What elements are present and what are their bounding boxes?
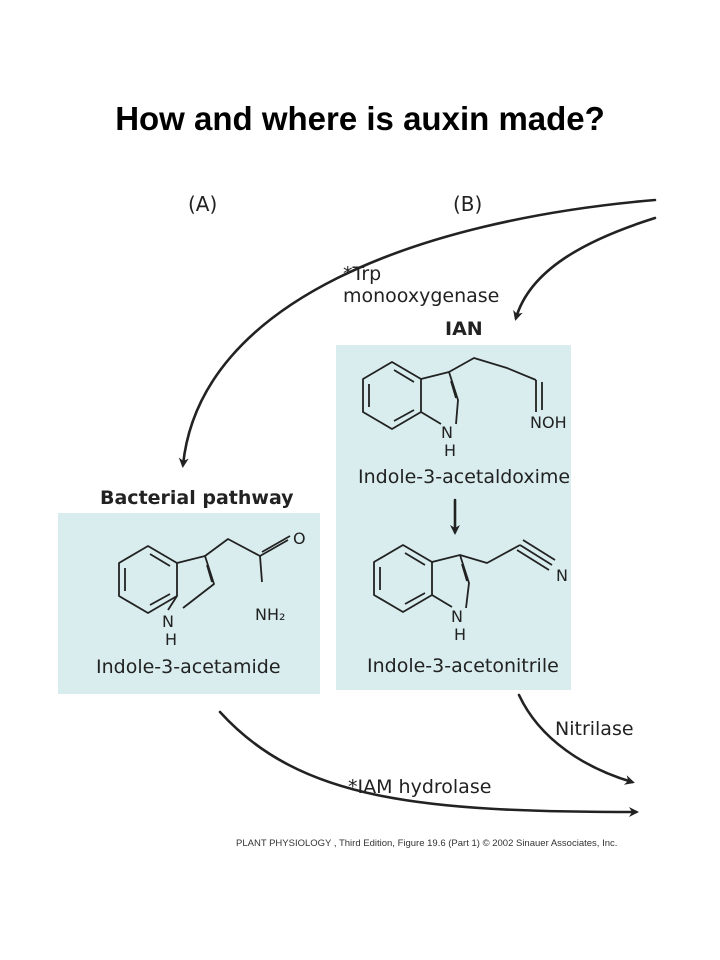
acetonitrile-ring-nitrogen: N: [451, 607, 463, 626]
trp-monooxygenase-label-1: *Trp: [343, 263, 382, 285]
arrow-iam-hydrolase: [218, 710, 639, 817]
acetamide-ring-nitrogen: N: [162, 612, 174, 631]
iam-hydrolase-label: *IAM hydrolase: [348, 776, 492, 798]
panel-label-b: (B): [453, 192, 483, 216]
acetamide-structure: [118, 535, 291, 614]
ian-heading: IAN: [445, 318, 483, 340]
acetamide-ring-hydrogen: H: [165, 630, 178, 649]
acetamide-name: Indole-3-acetamide: [96, 656, 281, 678]
acetaldoxime-noh: NOH: [530, 413, 567, 432]
acetonitrile-ring-hydrogen: H: [454, 625, 467, 644]
acetamide-oxygen: O: [293, 529, 306, 548]
acetaldoxime-structure: [362, 357, 543, 430]
bacterial-pathway-heading: Bacterial pathway: [100, 487, 294, 509]
acetamide-amine: NH₂: [255, 605, 286, 624]
acetonitrile-structure: [373, 539, 556, 613]
trp-monooxygenase-label-2: monooxygenase: [343, 285, 500, 307]
ian-pathway-box: NOH N H Indole-3-acetaldoxime N N H Indo…: [336, 345, 571, 690]
acetonitrile-name: Indole-3-acetonitrile: [367, 655, 559, 677]
panel-label-a: (A): [188, 192, 218, 216]
figure-credit: PLANT PHYSIOLOGY , Third Edition, Figure…: [236, 838, 618, 849]
nitrilase-label: Nitrilase: [555, 718, 634, 740]
arrow-to-ian: [513, 216, 657, 321]
acetonitrile-nitrogen: N: [556, 566, 568, 585]
acetaldoxime-name: Indole-3-acetaldoxime: [358, 466, 571, 488]
arrow-to-bacterial-pathway: [178, 198, 657, 468]
acetaldoxime-ring-hydrogen: H: [444, 441, 457, 460]
page-title: How and where is auxin made?: [115, 100, 605, 137]
arrow-nitrilase: [517, 693, 635, 785]
acetaldoxime-ring-nitrogen: N: [441, 423, 453, 442]
